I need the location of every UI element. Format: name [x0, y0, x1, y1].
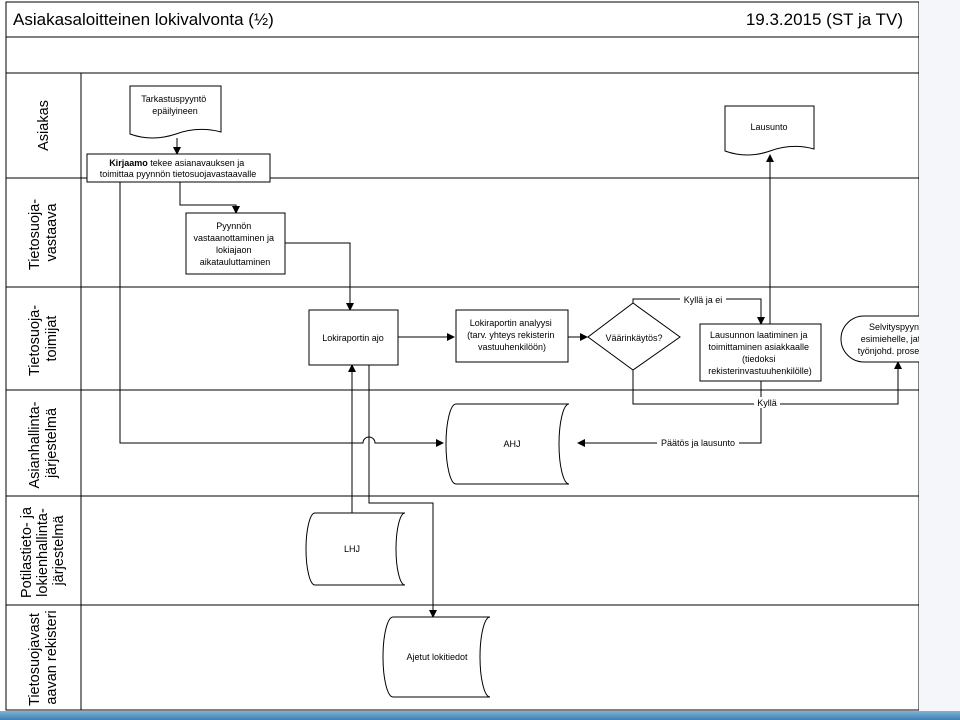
svg-text:Kirjaamo tekee asianavauksen j: Kirjaamo tekee asianavauksen ja toimitta…	[100, 158, 257, 179]
svg-text:Väärinkäytös?: Väärinkäytös?	[605, 333, 662, 343]
svg-text:Tarkastuspyyntö epäilyin: Tarkastuspyyntö epäilyineen	[141, 94, 209, 116]
svg-text:Asianhallinta- järjestel: Asianhallinta- järjestelmä	[27, 397, 60, 488]
node-kirjaamo: Kirjaamo tekee asianavauksen ja toimitta…	[86, 153, 271, 183]
lane-label-potilastieto: Potilastieto- ja lokienhallinta- järjest…	[19, 503, 67, 598]
diagram-title: Asiakasaloitteinen lokivalvonta (½)	[13, 10, 274, 29]
node-lausunto: Lausunto	[724, 105, 815, 156]
node-pyynnon-vastaanottaminen: Pyynnön vastaanottaminen ja lokiajaon ai…	[185, 212, 286, 275]
svg-text:Tietosuoja- toimijat: Tietosuoja- toimijat	[27, 301, 60, 376]
node-lausunnon-laatiminen: Lausunnon laatiminen ja toimittaminen as…	[699, 323, 822, 382]
svg-text:Lokiraportin analyysi (t: Lokiraportin analyysi (tarv. yhteys reki…	[467, 318, 557, 352]
node-lokiraportin-ajo: Lokiraportin ajo	[308, 309, 399, 366]
edge-label-bg	[680, 294, 726, 305]
edge-label-bg	[657, 437, 739, 448]
edge-kirjaamo-ahj	[119, 182, 444, 447]
edge-kirjaamo-pyynnon	[179, 182, 240, 214]
lane-label-tietosuojatoimijat: Tietosuoja- toimijat	[27, 301, 60, 376]
svg-text:Ajetut lokitiedot: Ajetut lokitiedot	[406, 652, 468, 662]
svg-text:Lokiraportin ajo: Lokiraportin ajo	[322, 333, 384, 343]
node-ahj-storage: AHJ	[445, 403, 570, 485]
node-ajetut-lokitiedot: Ajetut lokitiedot	[382, 616, 491, 698]
svg-text:Potilastieto- ja lokienh: Potilastieto- ja lokienhallinta- järjest…	[19, 503, 67, 598]
node-lhj-storage: LHJ	[305, 512, 406, 586]
edge-label-kylla-ja-ei: Kyllä ja ei	[684, 295, 723, 305]
edge-label-paatos: Päätös ja lausunto	[661, 438, 735, 448]
slide-bottom-bar	[0, 711, 960, 720]
svg-text:AHJ: AHJ	[503, 439, 520, 449]
svg-text:LHJ: LHJ	[344, 544, 360, 554]
edge-label-kylla: Kyllä	[757, 398, 777, 408]
svg-text:Pyynnön vastaanottaminen: Pyynnön vastaanottaminen ja lokiajaon ai…	[193, 221, 276, 267]
svg-text:Selvityspyyntö esimiehel: Selvityspyyntö esimiehelle, jatkuu työnj…	[858, 322, 941, 356]
lane-label-tietosuojavastaava: Tietosuoja- vastaava	[27, 195, 60, 270]
node-vaarinkaytos-decision: Väärinkäytös?	[587, 302, 681, 371]
edge-pyynnon-ajo	[285, 242, 354, 311]
lane-label-asiakas: Asiakas	[36, 100, 52, 151]
edge-ajo-ajetut	[368, 362, 437, 618]
slide-margin	[919, 0, 960, 711]
node-lokiraportin-analyysi: Lokiraportin analyysi (tarv. yhteys reki…	[455, 309, 569, 363]
svg-text:Lausunto: Lausunto	[750, 122, 787, 132]
diagram-date: 19.3.2015 (ST ja TV)	[746, 10, 903, 29]
svg-text:Asiakas: Asiakas	[36, 100, 52, 151]
edge-label-bg	[754, 397, 780, 408]
lane-label-asianhallintajarjestelma: Asianhallinta- järjestelmä	[27, 397, 60, 488]
node-tarkastuspyynto: Tarkastuspyyntö epäilyineen	[129, 85, 222, 139]
svg-text:Tietosuojavast aavan rek: Tietosuojavast aavan rekisteri	[27, 609, 60, 706]
svg-text:Tietosuoja- vastaava: Tietosuoja- vastaava	[27, 195, 60, 270]
lane-label-rekisteri: Tietosuojavast aavan rekisteri	[27, 609, 60, 706]
svg-text:Lausunnon laatiminen ja: Lausunnon laatiminen ja toimittaminen as…	[708, 330, 812, 376]
